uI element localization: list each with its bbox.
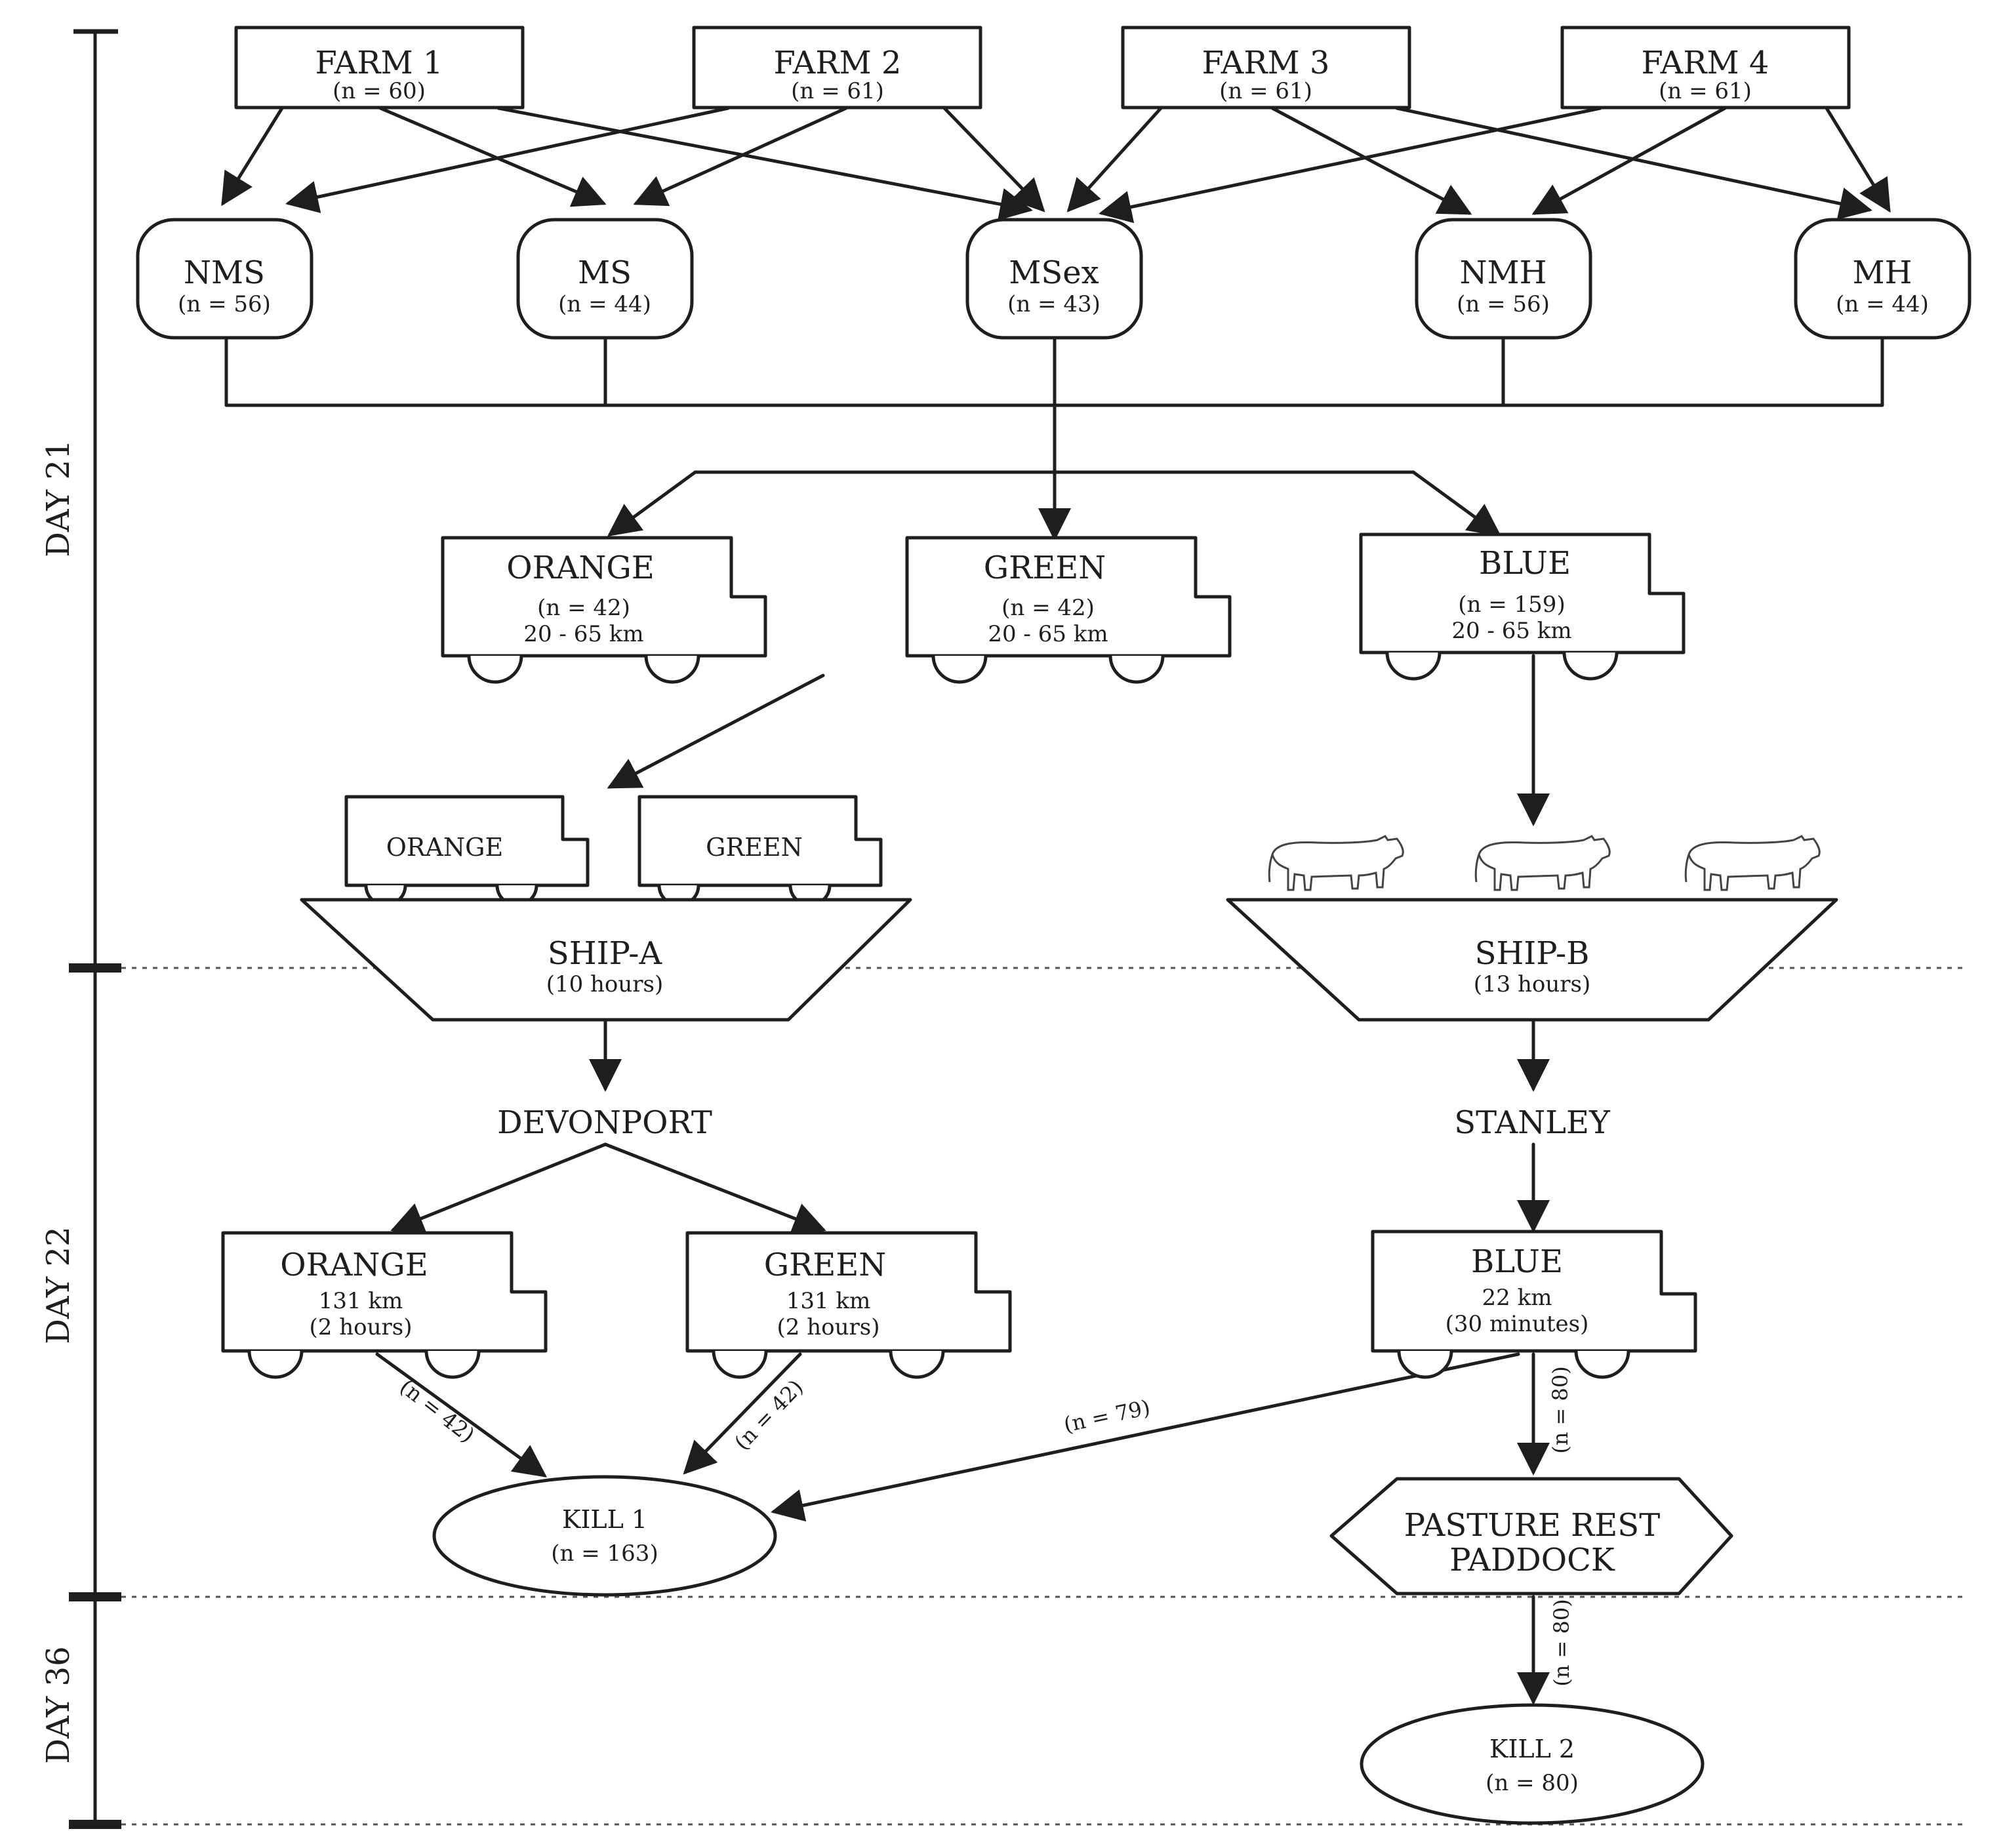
truck-green-name: GREEN — [984, 550, 1106, 586]
group-ms-name: MS — [578, 254, 632, 291]
day-36-label: DAY 36 — [40, 1646, 77, 1763]
truck-green-distance: 20 - 65 km — [988, 621, 1108, 647]
truck-orange-day22-time: (2 hours) — [310, 1314, 413, 1340]
kill-2-node: KILL 2 (n = 80) — [1360, 1703, 1705, 1825]
day-22-label: DAY 22 — [40, 1226, 77, 1344]
farm-2-name: FARM 2 — [774, 45, 902, 81]
group-nmh-name: NMH — [1459, 254, 1546, 291]
farm-4-box: FARM 4 (n = 61) — [1560, 26, 1851, 110]
truck-green-day22: GREEN 131 km (2 hours) — [685, 1231, 1012, 1379]
kill-2-name: KILL 2 — [1489, 1735, 1575, 1763]
truck-icon — [685, 1231, 1012, 1379]
truck-blue-count: (n = 159) — [1458, 592, 1565, 618]
ship-b-duration: (13 hours) — [1474, 971, 1591, 997]
ship-a-truck-orange-label: ORANGE — [386, 833, 504, 862]
farm-2-box: FARM 2 (n = 61) — [692, 26, 982, 110]
truck-blue-distance: 20 - 65 km — [1451, 618, 1571, 644]
group-msex-box: MSex (n = 43) — [965, 218, 1143, 340]
flow-label-blue-kill1: (n = 79) — [1061, 1395, 1152, 1437]
truck-blue-day22-distance: 22 km — [1482, 1285, 1552, 1311]
ship-b: SHIP-B (13 hours) — [1226, 898, 1838, 1022]
group-msex-name: MSex — [1009, 254, 1099, 291]
truck-blue-day21: BLUE (n = 159) 20 - 65 km — [1359, 532, 1686, 681]
farm-4-name: FARM 4 — [1642, 45, 1769, 81]
farm-4-count: (n = 61) — [1659, 78, 1752, 104]
truck-orange-day21: ORANGE (n = 42) 20 - 65 km — [441, 536, 767, 684]
group-nms-box: NMS (n = 56) — [136, 218, 313, 340]
group-nmh-count: (n = 56) — [1457, 291, 1550, 317]
truck-green-day21: GREEN (n = 42) 20 - 65 km — [905, 536, 1232, 684]
farm-1-count: (n = 60) — [333, 78, 426, 104]
pasture-rest-paddock-node: PASTURE REST PADDOCK — [1329, 1477, 1733, 1596]
truck-icon — [441, 536, 767, 684]
flow-label-blue-pasture: (n = 80) — [1548, 1366, 1573, 1453]
flow-label-pasture-kill2: (n = 80) — [1549, 1599, 1574, 1686]
ship-a-truck-orange: ORANGE — [344, 795, 590, 907]
connectors — [221, 106, 1891, 1705]
kill-1-count: (n = 163) — [551, 1540, 658, 1567]
truck-green-count: (n = 42) — [1001, 595, 1095, 621]
truck-icon — [1359, 532, 1686, 681]
farm-1-box: FARM 1 (n = 60) — [234, 26, 525, 110]
truck-orange-day22-name: ORANGE — [280, 1247, 428, 1283]
kill-2-count: (n = 80) — [1486, 1770, 1579, 1796]
truck-orange-day22-distance: 131 km — [319, 1288, 403, 1314]
group-mh-box: MH (n = 44) — [1794, 218, 1971, 340]
port-stanley: STANLEY — [1454, 1104, 1611, 1141]
truck-icon — [1371, 1230, 1697, 1379]
farm-3-box: FARM 3 (n = 61) — [1121, 26, 1411, 110]
ship-a: SHIP-A (10 hours) — [300, 898, 912, 1022]
group-ms-box: MS (n = 44) — [516, 218, 694, 340]
ship-b-name: SHIP-B — [1475, 935, 1590, 972]
ship-a-name: SHIP-A — [548, 935, 663, 972]
truck-orange-distance: 20 - 65 km — [523, 621, 643, 647]
farm-3-name: FARM 3 — [1202, 45, 1330, 81]
group-nms-name: NMS — [184, 254, 265, 291]
truck-green-day22-distance: 131 km — [786, 1288, 871, 1314]
kill-1-name: KILL 1 — [562, 1505, 647, 1534]
farm-3-count: (n = 61) — [1219, 78, 1312, 104]
truck-orange-day22: ORANGE 131 km (2 hours) — [221, 1231, 548, 1379]
group-nms-count: (n = 56) — [178, 291, 271, 317]
day-21-label: DAY 21 — [40, 439, 77, 557]
truck-blue-day22-time: (30 minutes) — [1445, 1311, 1589, 1337]
group-ms-count: (n = 44) — [558, 291, 651, 317]
cow-icon-1 — [1268, 835, 1404, 891]
cow-icon-2 — [1474, 835, 1611, 891]
truck-icon — [344, 795, 590, 907]
group-msex-count: (n = 43) — [1007, 291, 1101, 317]
ship-b-hull — [1226, 898, 1838, 1022]
truck-orange-count: (n = 42) — [537, 595, 630, 621]
ship-a-truck-green: GREEN — [637, 795, 883, 907]
truck-icon — [221, 1231, 548, 1379]
group-nmh-box: NMH (n = 56) — [1415, 218, 1592, 340]
pasture-line-2: PADDOCK — [1449, 1542, 1615, 1578]
truck-green-day22-time: (2 hours) — [777, 1314, 880, 1340]
cow-icon-3 — [1684, 835, 1821, 891]
timeline: DAY 21 DAY 22 DAY 36 — [40, 29, 121, 1829]
pasture-line-1: PASTURE REST — [1404, 1507, 1660, 1544]
truck-blue-day22: BLUE 22 km (30 minutes) — [1371, 1230, 1697, 1379]
group-mh-count: (n = 44) — [1836, 291, 1929, 317]
ship-a-duration: (10 hours) — [546, 971, 664, 997]
farm-1-name: FARM 1 — [315, 45, 443, 81]
farm-2-count: (n = 61) — [791, 78, 884, 104]
truck-blue-day22-name: BLUE — [1471, 1243, 1563, 1280]
ship-a-truck-green-label: GREEN — [706, 833, 803, 862]
truck-green-day22-name: GREEN — [764, 1247, 887, 1283]
truck-icon — [905, 536, 1232, 684]
flow-label-orange-kill1: (n = 42) — [395, 1374, 479, 1447]
kill-1-node: KILL 1 (n = 163) — [432, 1475, 777, 1597]
truck-blue-name: BLUE — [1479, 545, 1571, 582]
ship-a-hull — [300, 898, 912, 1022]
port-devonport: DEVONPORT — [497, 1104, 712, 1141]
group-mh-name: MH — [1852, 254, 1912, 291]
truck-orange-name: ORANGE — [506, 550, 655, 586]
